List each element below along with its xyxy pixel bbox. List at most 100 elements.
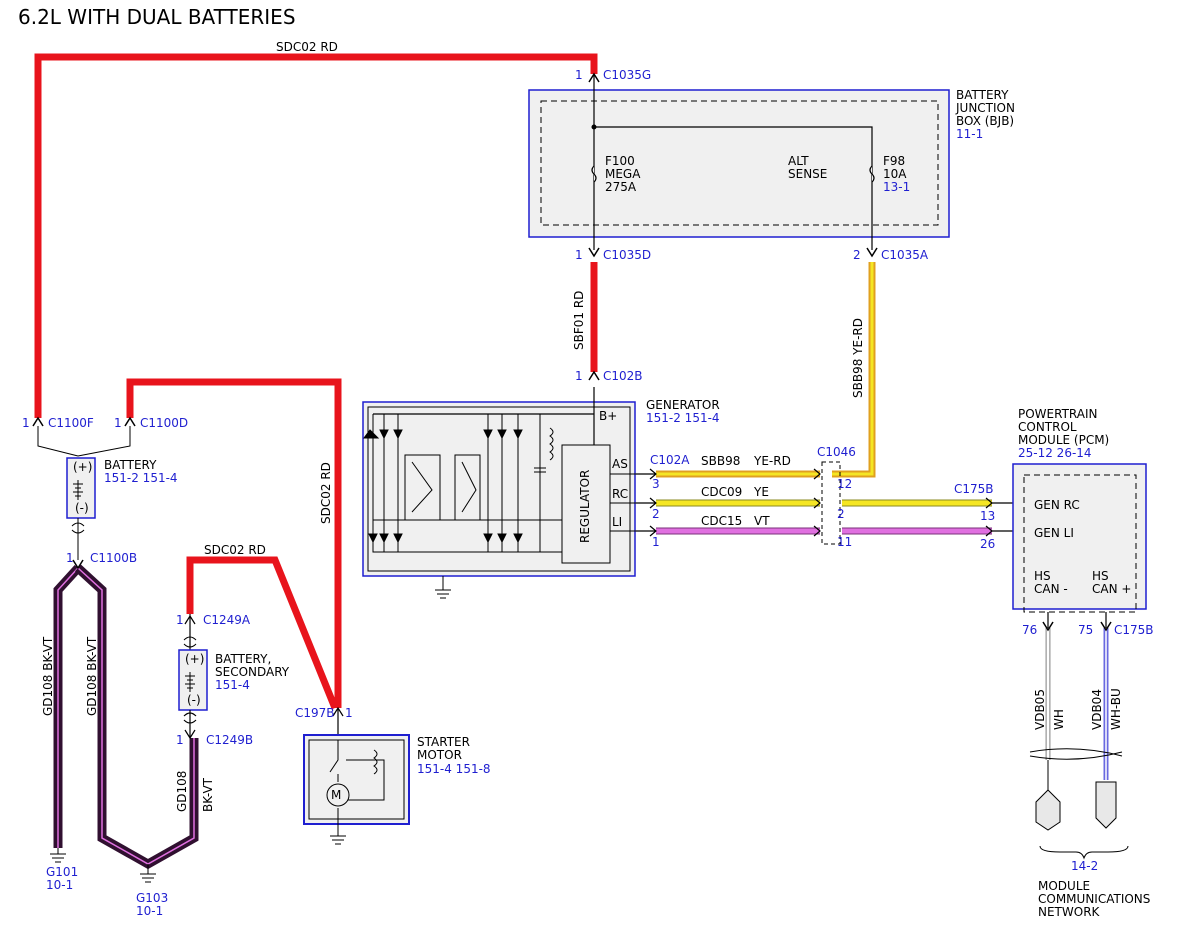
- wire-label-cdc09-color: YE: [753, 485, 769, 499]
- c1035d-connector[interactable]: C1035D: [603, 248, 651, 262]
- pcm-name-3: MODULE (PCM): [1018, 433, 1109, 447]
- wire-label-sbf01: SBF01 RD: [572, 291, 586, 350]
- ground-wires: [53, 564, 199, 870]
- c1100f-pin: 1: [22, 416, 30, 430]
- c175b-connector-top[interactable]: C175B: [954, 482, 994, 496]
- battery-secondary-name-1: BATTERY,: [215, 652, 271, 666]
- c1249a-connector[interactable]: C1249A: [203, 613, 251, 627]
- f98-label-2: 10A: [883, 167, 907, 181]
- c197b-connector[interactable]: C197B: [295, 706, 335, 720]
- signal-wires: [636, 470, 1030, 535]
- generator: [362, 387, 636, 599]
- battery-minus: (-): [75, 501, 89, 515]
- motor-m-label: M: [331, 788, 341, 802]
- generator-rc-label: RC: [612, 487, 628, 501]
- regulator-label: REGULATOR: [578, 470, 592, 543]
- motor-icon: [326, 783, 350, 807]
- pin-pcm-13: 13: [980, 509, 995, 523]
- can-terminal-left: [1035, 789, 1061, 831]
- generator-ground-icon: [435, 576, 451, 599]
- battery-secondary-ref-link[interactable]: 151-4: [215, 678, 250, 692]
- battery-secondary-name-2: SECONDARY: [215, 665, 290, 679]
- battery-secondary-minus: (-): [187, 693, 201, 707]
- connector-arrows: [588, 72, 878, 381]
- f98-ref-link[interactable]: 13-1: [883, 180, 910, 194]
- f100-label-2: MEGA: [605, 167, 641, 181]
- pcm-ref-link[interactable]: 25-12 26-14: [1018, 446, 1092, 460]
- wire-label-sdc02-vertical: SDC02 RD: [319, 462, 333, 524]
- pcm-gen-rc: GEN RC: [1034, 498, 1080, 512]
- wire-label-vdb04: VDB04: [1090, 689, 1104, 730]
- c1100b-connector[interactable]: C1100B: [90, 551, 137, 565]
- pin-rc: 2: [652, 507, 660, 521]
- wire-label-sdc02-left: SDC02 RD: [204, 543, 266, 557]
- network-ref-link[interactable]: 14-2: [1071, 859, 1098, 873]
- pin-as: 3: [652, 477, 660, 491]
- c102b-connector[interactable]: C102B: [603, 369, 643, 383]
- bjb-ref-link[interactable]: 11-1: [956, 127, 983, 141]
- generator-b-plus: B+: [599, 409, 617, 423]
- wire-label-gd108-a: GD108 BK-VT: [41, 636, 55, 716]
- pin-75: 75: [1078, 623, 1093, 637]
- battery-name: BATTERY: [104, 458, 157, 472]
- c1100f-connector[interactable]: C1100F: [48, 416, 94, 430]
- wire-sdc02-mid[interactable]: [126, 378, 342, 708]
- g101-label[interactable]: G101: [46, 865, 78, 879]
- fuse-f98-icon: [869, 165, 875, 183]
- c1249b-connector[interactable]: C1249B: [206, 733, 253, 747]
- c1035g-connector[interactable]: C1035G: [603, 68, 651, 82]
- wire-label-sbb98-color: YE-RD: [753, 454, 791, 468]
- pcm-can-plus: CAN +: [1092, 582, 1131, 596]
- bjb-name-1: BATTERY: [956, 88, 1009, 102]
- generator-ref-link[interactable]: 151-2 151-4: [646, 411, 720, 425]
- g101-ref-link[interactable]: 10-1: [46, 878, 73, 892]
- wire-sdc02-left[interactable]: [186, 556, 339, 710]
- c1046-connector[interactable]: C1046: [817, 445, 856, 459]
- c1249a-pin: 1: [176, 613, 184, 627]
- wire-label-vdb05-color: WH: [1052, 709, 1066, 730]
- c175b-connector-bottom[interactable]: C175B: [1114, 623, 1154, 637]
- wire-label-gd108-b: GD108 BK-VT: [85, 636, 99, 716]
- network-name-3: NETWORK: [1038, 905, 1101, 919]
- c1035g-pin: 1: [575, 68, 583, 82]
- wire-sdc02-top[interactable]: [34, 53, 598, 418]
- wire-sbb98-vertical[interactable]: [832, 262, 876, 478]
- battery-secondary: [178, 614, 208, 740]
- g103-ref-link[interactable]: 10-1: [136, 904, 163, 918]
- wire-label-cdc15: CDC15: [701, 514, 742, 528]
- wire-label-cdc15-color: VT: [754, 514, 770, 528]
- pin-li: 1: [652, 535, 660, 549]
- field-coil-icon: [534, 414, 554, 552]
- battery-secondary-cell-icon: [185, 672, 195, 692]
- battery-ref-link[interactable]: 151-2 151-4: [104, 471, 178, 485]
- network-name-2: COMMUNICATIONS: [1038, 892, 1150, 906]
- c1035d-pin: 1: [575, 248, 583, 262]
- pcm-can-minus: CAN -: [1034, 582, 1068, 596]
- g103-label[interactable]: G103: [136, 891, 168, 905]
- c1035a-pin: 2: [853, 248, 861, 262]
- battery-plus: (+): [73, 460, 92, 474]
- pin-mid-12: 12: [837, 477, 852, 491]
- diagram-title: 6.2L WITH DUAL BATTERIES: [18, 5, 296, 29]
- wire-label-sbb98: SBB98: [701, 454, 740, 468]
- battery-cell-icon: [73, 480, 83, 500]
- stator-winding-icon: [404, 454, 481, 521]
- c102a-connector[interactable]: C102A: [650, 453, 690, 467]
- diode-bridge-left-icon: [363, 414, 403, 552]
- c1100d-connector[interactable]: C1100D: [140, 416, 188, 430]
- starter-ground-icon: [330, 835, 346, 845]
- starter-ref-link[interactable]: 151-4 151-8: [417, 762, 491, 776]
- wire-label-gd108-c: GD108: [175, 771, 189, 812]
- diode-bridge-right-icon: [483, 414, 523, 552]
- c1249b-pin: 1: [176, 733, 184, 747]
- f98-label-1: F98: [883, 154, 905, 168]
- pin-mid-11: 11: [837, 535, 852, 549]
- pin-76: 76: [1022, 623, 1037, 637]
- fuse-f100-icon: [591, 165, 597, 183]
- wire-label-cdc09: CDC09: [701, 485, 742, 499]
- starter-name-2: MOTOR: [417, 748, 462, 762]
- f100-label-1: F100: [605, 154, 635, 168]
- wire-label-vdb04-color: WH-BU: [1109, 688, 1123, 730]
- c1035a-connector[interactable]: C1035A: [881, 248, 929, 262]
